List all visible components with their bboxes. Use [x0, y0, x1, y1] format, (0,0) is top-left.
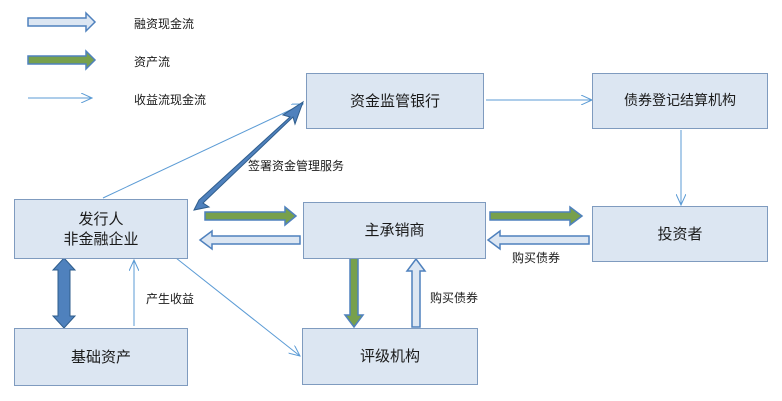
issuer-to-rating-arrow — [175, 257, 300, 356]
bank-label: 资金监管银行 — [349, 91, 440, 110]
base-asset-label: 基础资产 — [70, 347, 131, 366]
registry-label: 债券登记结算机构 — [624, 92, 736, 109]
issuer-to-underwriter-asset-arrow — [204, 205, 298, 227]
legend-asset-arrow — [27, 49, 97, 71]
produce-income-label: 产生收益 — [146, 292, 195, 306]
registry-node: 债券登记结算机构 — [592, 73, 768, 129]
underwriter-to-issuer-financing-arrow — [198, 229, 301, 251]
issuer-line2: 非金融企业 — [63, 230, 139, 248]
legend-financing-label: 融资现金流 — [134, 17, 195, 31]
investor-node: 投资者 — [592, 206, 768, 262]
legend-financing-arrow — [27, 11, 97, 33]
rating-label: 评级机构 — [359, 347, 420, 366]
rating-to-underwriter-financing-arrow — [405, 257, 427, 328]
investor-label: 投资者 — [657, 224, 703, 243]
bank-node: 资金监管银行 — [306, 73, 484, 129]
issuer-to-bank-arrow — [102, 104, 303, 199]
buy-bonds-investor-label: 购买债券 — [512, 251, 561, 265]
underwriter-to-investor-asset-arrow — [489, 205, 584, 227]
issuer-base-asset-double-arrow — [51, 257, 77, 329]
issuer-node: 发行人 非金融企业 — [14, 199, 188, 259]
underwriter-to-rating-asset-arrow — [343, 257, 365, 329]
issuer-bank-double-arrow — [193, 100, 304, 211]
legend-income-label: 收益流现金流 — [134, 93, 207, 107]
legend-asset-label: 资产流 — [134, 55, 171, 69]
sign-service-label: 签署资金管理服务 — [248, 159, 345, 173]
buy-bonds-rating-label: 购买债券 — [430, 291, 479, 305]
underwriter-label: 主承销商 — [364, 221, 425, 240]
issuer-line1: 发行人 — [78, 209, 124, 228]
underwriter-node: 主承销商 — [303, 202, 486, 259]
investor-to-underwriter-financing-arrow — [486, 229, 590, 251]
rating-node: 评级机构 — [302, 328, 478, 385]
base-asset-node: 基础资产 — [14, 328, 188, 386]
